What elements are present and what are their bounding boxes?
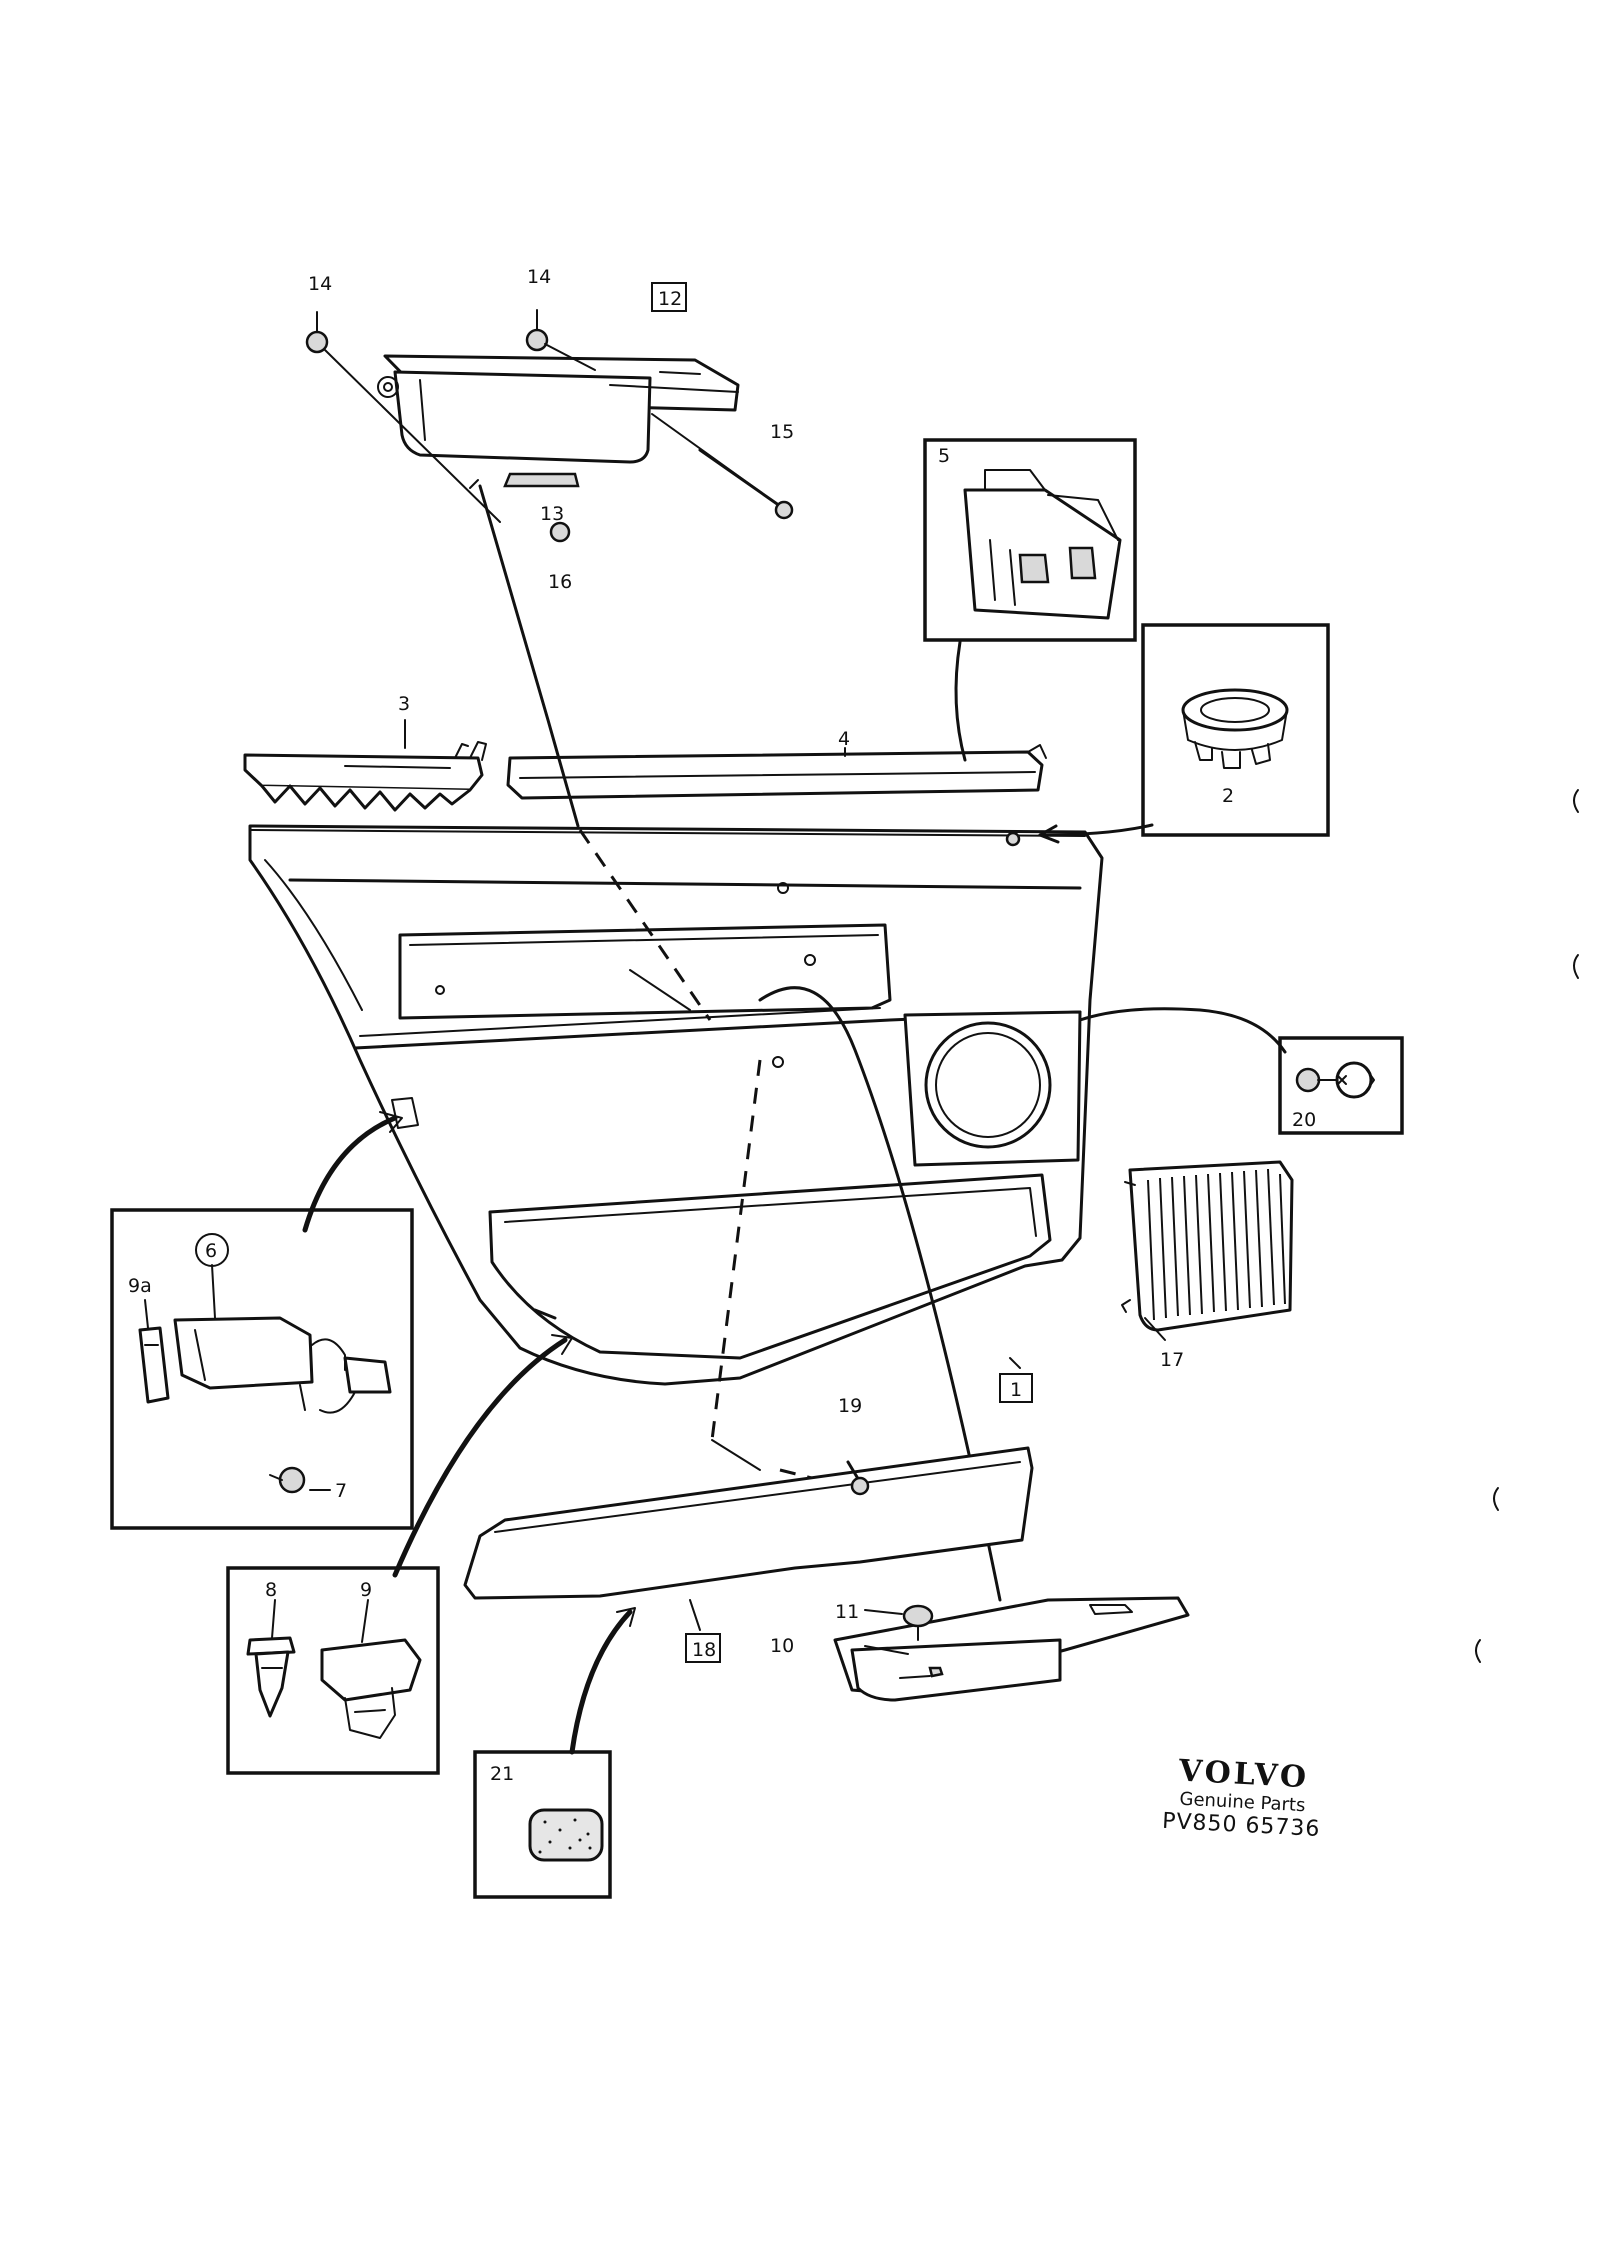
arrow-inset-2	[1038, 824, 1060, 844]
leader-9a	[144, 1299, 149, 1329]
label-19: 19	[838, 1395, 862, 1417]
part-17-speaker-grille	[1121, 1160, 1294, 1332]
label-6: 6	[205, 1240, 217, 1262]
screw-16	[549, 521, 571, 543]
label-18: 18	[692, 1639, 716, 1661]
inset-box-5	[923, 438, 1137, 642]
label-16: 16	[548, 571, 572, 593]
leader-inset-20	[1078, 1007, 1287, 1054]
label-12-box	[651, 282, 687, 312]
leader-10	[864, 1645, 909, 1655]
dashed-line-panel-to-trim	[710, 1059, 762, 1441]
leader-11	[864, 1609, 903, 1615]
label-2: 2	[1222, 785, 1234, 807]
label-7: 7	[335, 1480, 347, 1502]
label-9a: 9a	[128, 1275, 152, 1297]
volvo-branding: VOLVO Genuine Parts PV850 65736	[1146, 1752, 1340, 1843]
leader-inset-2	[1038, 823, 1154, 837]
label-13: 13	[540, 503, 564, 525]
screw-19	[846, 1460, 870, 1496]
label-3: 3	[398, 693, 410, 715]
part-4-top-strip	[506, 744, 1047, 800]
dashed-line-armrest-to-panel	[578, 829, 712, 1021]
leader-recess	[629, 969, 691, 1011]
leader-8	[271, 1599, 276, 1639]
label-10: 10	[770, 1635, 794, 1657]
inset-box-8-9	[226, 1566, 440, 1775]
label-11: 11	[835, 1601, 859, 1623]
label-14-left: 14	[308, 273, 332, 295]
part-10-door-handle	[833, 1596, 1190, 1702]
leader-18	[689, 1599, 701, 1631]
arrow-inset-21-to-trim	[569, 1609, 633, 1755]
part-3-clip-strip	[243, 741, 487, 812]
leader-panel-to-handle	[758, 986, 1002, 1602]
label-21: 21	[490, 1763, 514, 1785]
label-17: 17	[1160, 1349, 1184, 1371]
label-8: 8	[265, 1579, 277, 1601]
arrow-inset-8-9-to-panel	[392, 1337, 568, 1578]
label-20: 20	[1292, 1109, 1316, 1131]
leader-armrest-upper	[478, 484, 580, 828]
leader-6	[211, 1264, 216, 1319]
margin-mark-2	[1573, 954, 1579, 979]
leader-9	[361, 1599, 369, 1643]
screw-15	[651, 413, 794, 520]
label-12: 12	[658, 288, 682, 310]
dashed-line-end	[711, 1439, 761, 1471]
label-14-right: 14	[527, 266, 551, 288]
inset-box-2	[1141, 623, 1330, 837]
label-15: 15	[770, 421, 794, 443]
leader-inset-5	[954, 640, 967, 762]
inset-box-20	[1278, 1036, 1404, 1135]
margin-mark-3	[1493, 1487, 1499, 1511]
label-4: 4	[838, 728, 850, 750]
label-5: 5	[938, 445, 950, 467]
label-1: 1	[1010, 1379, 1022, 1401]
leader-17	[1144, 1317, 1166, 1341]
screw-14-right	[525, 309, 596, 371]
leader-1	[1009, 1357, 1021, 1369]
pointer-panel-lower	[533, 1308, 557, 1320]
screw-14-left	[305, 311, 501, 523]
arrowhead-inset-21	[616, 1607, 636, 1627]
inset-box-21	[473, 1750, 612, 1899]
part-12-upper-armrest	[377, 354, 740, 489]
arrowhead-inset-8-9	[551, 1334, 573, 1355]
label-6-circle	[195, 1233, 229, 1267]
margin-mark-4	[1475, 1639, 1481, 1663]
arrow-inset-6-to-panel	[302, 1115, 398, 1233]
margin-mark-1	[1573, 789, 1579, 813]
part-18-lower-trim	[463, 1446, 1034, 1600]
label-9: 9	[360, 1579, 372, 1601]
label-18-box	[685, 1633, 721, 1663]
arrowhead-inset-6	[379, 1111, 403, 1133]
part-11-cap	[902, 1604, 934, 1641]
label-1-box	[999, 1373, 1033, 1403]
inset-box-6	[110, 1208, 414, 1530]
